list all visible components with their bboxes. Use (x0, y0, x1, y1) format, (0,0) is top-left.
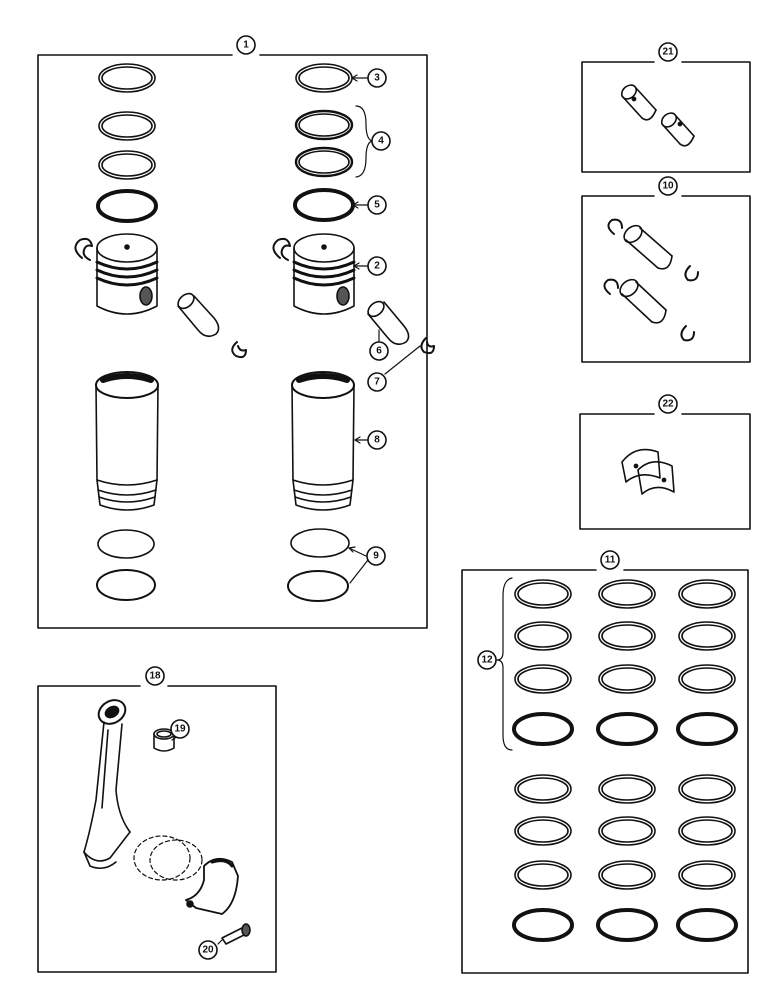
callout-22-label: 22 (662, 399, 674, 410)
o-rings-right (287, 528, 350, 602)
callout-10-label: 10 (662, 181, 674, 192)
callout-11[interactable]: 11 (600, 550, 620, 570)
callout-6-label: 6 (376, 346, 382, 357)
callout-6[interactable]: 6 (369, 341, 389, 361)
piston-pin-right (367, 300, 410, 346)
piston-right (292, 233, 356, 315)
leader-lines-kit-1 (348, 74, 421, 584)
kit-18-frame (37, 685, 277, 973)
ring-sets-kit-11 (512, 579, 738, 942)
callout-20-label: 20 (202, 945, 214, 956)
callout-12-label: 12 (481, 655, 493, 666)
callout-3[interactable]: 3 (367, 68, 387, 88)
callout-4[interactable]: 4 (371, 131, 391, 151)
callout-3-label: 3 (374, 73, 380, 84)
callout-8-label: 8 (374, 435, 380, 446)
callout-4-label: 4 (378, 136, 384, 147)
callout-7-label: 7 (374, 377, 380, 388)
kit-10-frame (581, 195, 751, 363)
bearing-kit-22 (621, 448, 675, 495)
bushings-kit-21 (620, 84, 695, 147)
callout-2[interactable]: 2 (367, 256, 387, 276)
ring-set-bracket (496, 577, 513, 751)
callout-7[interactable]: 7 (367, 372, 387, 392)
callout-18-label: 18 (149, 671, 161, 682)
callout-1[interactable]: 1 (236, 35, 256, 55)
piston-pin-left (177, 292, 220, 338)
snap-rings-right (272, 237, 435, 355)
callout-22[interactable]: 22 (658, 394, 678, 414)
callout-18[interactable]: 18 (145, 666, 165, 686)
piston-rings-right (293, 63, 355, 222)
cylinder-sleeve-left (95, 371, 159, 511)
callout-20[interactable]: 20 (198, 940, 218, 960)
cylinder-sleeve-right (291, 371, 355, 511)
pins-kit-10 (603, 218, 699, 342)
kit-21-frame (581, 61, 751, 173)
callout-5[interactable]: 5 (367, 195, 387, 215)
piston-left (95, 233, 159, 315)
o-rings-left (96, 529, 156, 601)
kit-11-frame (461, 569, 749, 974)
kit-22-frame (579, 413, 751, 530)
callout-1-label: 1 (243, 40, 249, 51)
callout-19[interactable]: 19 (170, 719, 190, 739)
callout-19-label: 19 (174, 724, 186, 735)
callout-12[interactable]: 12 (477, 650, 497, 670)
kit-1-frame (37, 54, 428, 629)
callout-9-label: 9 (373, 551, 379, 562)
callout-10[interactable]: 10 (658, 176, 678, 196)
callout-21-label: 21 (662, 47, 674, 58)
callout-9[interactable]: 9 (366, 546, 386, 566)
connecting-rod (83, 699, 239, 915)
callout-2-label: 2 (374, 261, 380, 272)
callout-11-label: 11 (605, 555, 616, 566)
snap-rings-left (74, 237, 247, 359)
callout-8[interactable]: 8 (367, 430, 387, 450)
callout-21[interactable]: 21 (658, 42, 678, 62)
piston-rings-left (96, 63, 158, 223)
callout-5-label: 5 (374, 200, 380, 211)
rod-bolt (221, 923, 251, 945)
